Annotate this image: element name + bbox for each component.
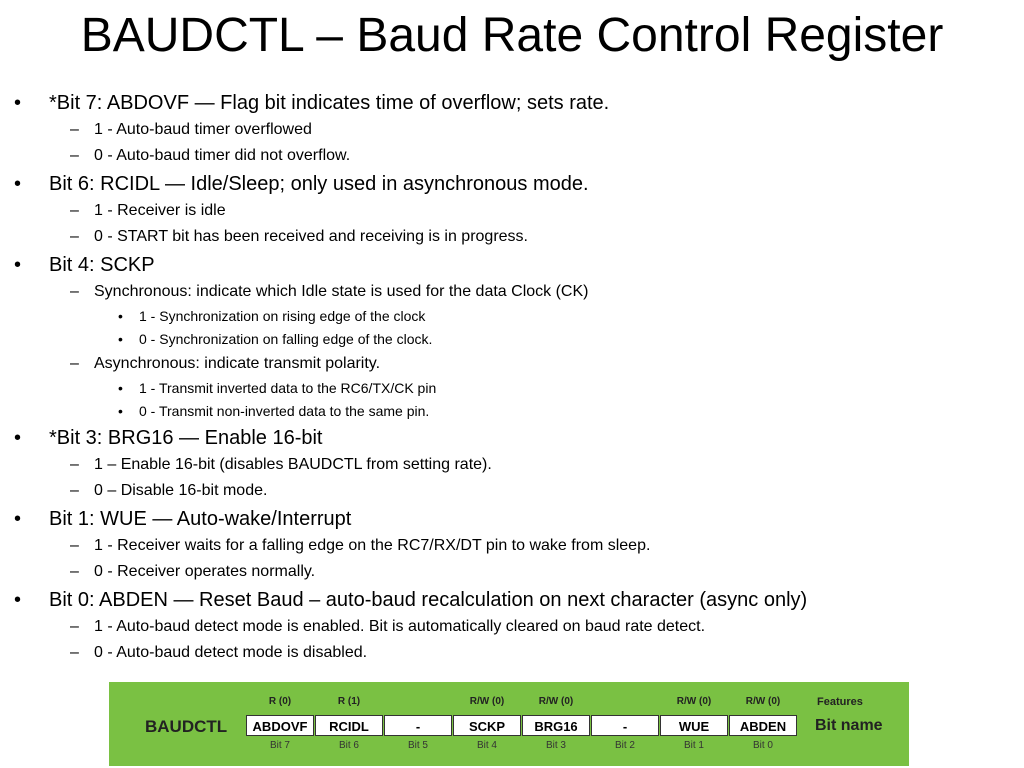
- bullet-marker: •: [14, 92, 22, 114]
- bullet-level-2: –Synchronous: indicate which Idle state …: [0, 279, 1024, 305]
- bullet-text: 1 - Transmit inverted data to the RC6/TX…: [139, 380, 437, 396]
- bullet-text: 1 - Auto-baud detect mode is enabled. Bi…: [94, 618, 706, 635]
- bullet-level-3: • 0 - Transmit non-inverted data to the s…: [0, 400, 1024, 423]
- register-name: BAUDCTL: [145, 717, 228, 736]
- register-bit-number: Bit 2: [614, 740, 635, 751]
- register-access: R/W (0): [676, 696, 712, 707]
- bullet-text: 0 - Auto-baud timer did not overflow.: [94, 147, 351, 164]
- register-bit-number: Bit 4: [476, 740, 497, 751]
- register-bit-number: Bit 7: [269, 740, 290, 751]
- bullet-marker: –: [70, 121, 79, 138]
- bullet-text: *Bit 7: ABDOVF — Flag bit indicates time…: [49, 92, 610, 114]
- bullet-marker: –: [70, 644, 79, 661]
- bullet-marker: –: [70, 147, 79, 164]
- bullet-list: • *Bit 7: ABDOVF — Flag bit indicates tim…: [0, 88, 1024, 666]
- slide-title: BAUDCTL – Baud Rate Control Register: [80, 9, 944, 62]
- register-bit-number: Bit 0: [752, 740, 773, 751]
- register-access: R (0): [268, 696, 292, 707]
- register-bit-number: Bit 3: [545, 740, 566, 751]
- bullet-marker: –: [70, 456, 79, 473]
- bullet-text: *Bit 3: BRG16 — Enable 16-bit: [49, 427, 323, 449]
- bullet-text: 1 - Synchronization on rising edge of th…: [139, 308, 426, 324]
- bullet-level-2: –0 - START bit has been received and rec…: [0, 224, 1024, 250]
- bullet-text: Bit 4: SCKP: [49, 254, 155, 276]
- bullet-marker: –: [70, 355, 79, 372]
- register-bit-cell: ABDEN: [729, 715, 797, 736]
- bullet-level-2: –1 - Receiver is idle: [0, 198, 1024, 224]
- bullet-text: Bit 0: ABDEN — Reset Baud – auto-baud re…: [49, 589, 808, 611]
- bullet-text: 0 - START bit has been received and rece…: [94, 228, 528, 245]
- register-bit-cell: BRG16: [522, 715, 590, 736]
- bullet-text: 0 - Receiver operates normally.: [94, 563, 316, 580]
- bullet-text: 0 – Disable 16-bit mode.: [94, 482, 268, 499]
- bullet-marker: –: [70, 618, 79, 635]
- bullet-marker: •: [118, 308, 123, 324]
- bullet-marker: –: [70, 537, 79, 554]
- bullet-level-3: • 0 - Synchronization on falling edge of …: [0, 328, 1024, 351]
- register-diagram: BAUDCTL Features Bit name R (0) ABDOVF Bit…: [109, 682, 909, 766]
- bullet-level-1: • *Bit 7: ABDOVF — Flag bit indicates tim…: [0, 90, 1024, 117]
- register-bit-cell: WUE: [660, 715, 728, 736]
- bit-name-label: Bit name: [815, 717, 883, 734]
- bullet-text: Bit 6: RCIDL — Idle/Sleep; only used in …: [49, 173, 589, 195]
- register-access: R/W (0): [745, 696, 781, 707]
- bullet-marker: –: [70, 482, 79, 499]
- bullet-marker: –: [70, 283, 79, 300]
- bullet-marker: •: [118, 331, 123, 347]
- bullet-level-2: –0 – Disable 16-bit mode.: [0, 478, 1024, 504]
- bullet-marker: •: [118, 380, 123, 396]
- register-access: R (1): [337, 696, 361, 707]
- bullet-marker: •: [14, 427, 22, 449]
- bullet-text: Bit 1: WUE — Auto-wake/Interrupt: [49, 508, 352, 530]
- bullet-level-2: –1 - Receiver waits for a falling edge o…: [0, 533, 1024, 559]
- bullet-level-2: –0 - Auto-baud timer did not overflow.: [0, 143, 1024, 169]
- bullet-level-1: • Bit 6: RCIDL — Idle/Sleep; only used in…: [0, 171, 1024, 198]
- bullet-text: 1 - Auto-baud timer overflowed: [94, 121, 312, 138]
- bullet-text: 1 – Enable 16-bit (disables BAUDCTL from…: [94, 456, 492, 473]
- register-bit-number: Bit 6: [338, 740, 359, 751]
- bullet-level-1: • Bit 1: WUE — Auto-wake/Interrupt: [0, 506, 1024, 533]
- bullet-marker: –: [70, 563, 79, 580]
- bullet-level-2: –1 – Enable 16-bit (disables BAUDCTL fro…: [0, 452, 1024, 478]
- bullet-level-3: • 1 - Transmit inverted data to the RC6/T…: [0, 377, 1024, 400]
- bullet-marker: •: [14, 589, 22, 611]
- bullet-level-2: –1 - Auto-baud timer overflowed: [0, 117, 1024, 143]
- bullet-level-1: • Bit 0: ABDEN — Reset Baud – auto-baud r…: [0, 587, 1024, 614]
- register-bit-cell: -: [384, 715, 452, 736]
- bullet-marker: –: [70, 202, 79, 219]
- features-label: Features: [817, 696, 863, 708]
- register-bit-cell: ABDOVF: [246, 715, 314, 736]
- bullet-text: 0 - Synchronization on falling edge of t…: [139, 331, 433, 347]
- bullet-marker: –: [70, 228, 79, 245]
- bullet-text: Asynchronous: indicate transmit polarity…: [94, 355, 381, 372]
- bullet-level-1: • Bit 4: SCKP: [0, 252, 1024, 279]
- bullet-marker: •: [118, 403, 123, 419]
- bullet-level-3: • 1 - Synchronization on rising edge of t…: [0, 305, 1024, 328]
- register-bit-cell: RCIDL: [315, 715, 383, 736]
- bullet-level-2: –0 - Auto-baud detect mode is disabled.: [0, 640, 1024, 666]
- bullet-text: 0 - Transmit non-inverted data to the sa…: [139, 403, 430, 419]
- bullet-marker: •: [14, 173, 22, 195]
- register-bit-cell: SCKP: [453, 715, 521, 736]
- bullet-marker: •: [14, 254, 22, 276]
- bullet-level-2: –1 - Auto-baud detect mode is enabled. B…: [0, 614, 1024, 640]
- bullet-text: 1 - Receiver waits for a falling edge on…: [94, 537, 651, 554]
- bullet-text: 0 - Auto-baud detect mode is disabled.: [94, 644, 368, 661]
- bullet-text: 1 - Receiver is idle: [94, 202, 226, 219]
- bullet-text: Synchronous: indicate which Idle state i…: [94, 283, 589, 300]
- bullet-level-2: –0 - Receiver operates normally.: [0, 559, 1024, 585]
- register-access: R/W (0): [538, 696, 574, 707]
- register-bit-cell: -: [591, 715, 659, 736]
- bullet-level-1: • *Bit 3: BRG16 — Enable 16-bit: [0, 425, 1024, 452]
- bullet-level-2: –Asynchronous: indicate transmit polarit…: [0, 351, 1024, 377]
- register-bit-number: Bit 1: [683, 740, 704, 751]
- register-access: R/W (0): [469, 696, 505, 707]
- bullet-marker: •: [14, 508, 22, 530]
- register-bit-number: Bit 5: [407, 740, 428, 751]
